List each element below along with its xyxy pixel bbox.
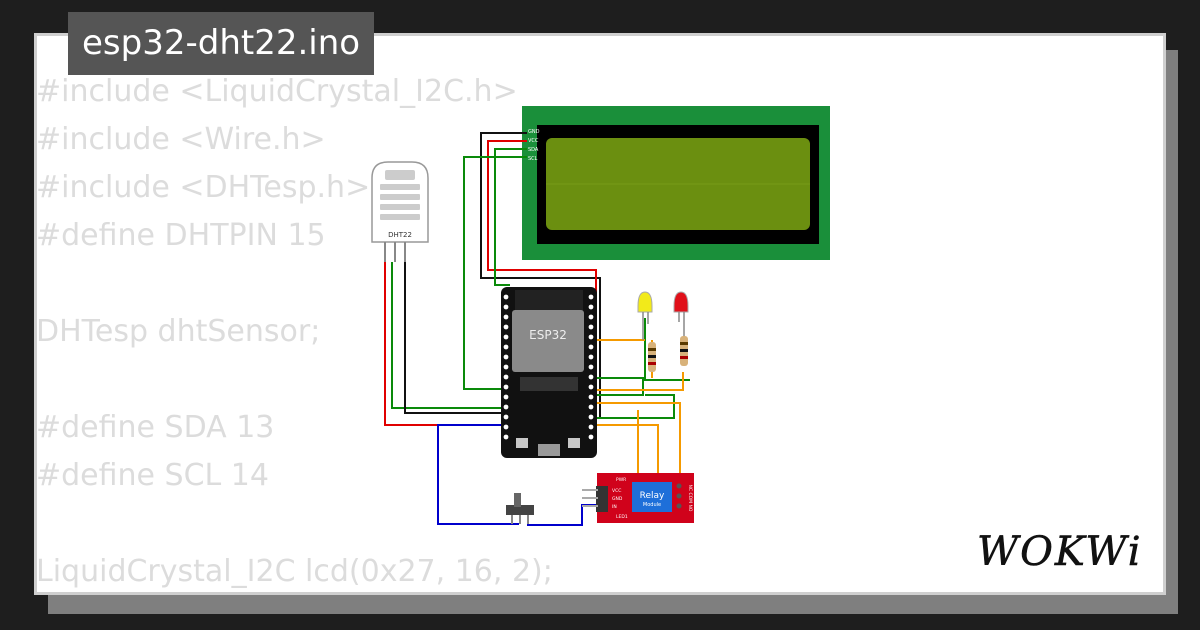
relay-pin-in: IN [612, 504, 617, 510]
resistor-2[interactable] [680, 336, 688, 366]
esp32-pin [503, 314, 509, 320]
esp32-pin [588, 374, 594, 380]
esp32-pin [588, 394, 594, 400]
esp32-pin [503, 324, 509, 330]
esp32-pin [503, 374, 509, 380]
dht22-label: DHT22 [388, 231, 412, 239]
esp32-pin [503, 434, 509, 440]
esp32-pin [588, 314, 594, 320]
esp32-pin [588, 384, 594, 390]
esp32-pin [503, 364, 509, 370]
relay-pin-gnd: GND [612, 496, 623, 502]
esp32-pin [588, 344, 594, 350]
esp32-pin [588, 294, 594, 300]
code-preview: #include <LiquidCrystal_I2C.h> #include <… [36, 68, 553, 596]
code-line: #define SCL 14 [36, 458, 269, 493]
lcd-pin-gnd: GND [528, 129, 540, 135]
code-line: #define DHTPIN 15 [36, 218, 326, 253]
project-title[interactable]: esp32-dht22.ino [68, 12, 375, 75]
esp32-pin [503, 394, 509, 400]
esp32-pin [503, 414, 509, 420]
wokwi-logo[interactable]: WOKWi [975, 527, 1150, 577]
relay-led-in-label: LED1 [616, 514, 628, 520]
esp32-pin [503, 404, 509, 410]
esp32-pin [588, 424, 594, 430]
esp32-pin [588, 364, 594, 370]
relay-terminals-label: NC COM NO [687, 485, 693, 512]
esp32-pin [588, 354, 594, 360]
lcd-pin-scl: SCL [528, 156, 538, 162]
code-line: DHTesp dhtSensor; [36, 314, 321, 349]
esp32-pin [503, 294, 509, 300]
code-line: #include <LiquidCrystal_I2C.h> [36, 74, 518, 109]
esp32-pin [588, 334, 594, 340]
esp32-pin [503, 354, 509, 360]
code-line: #define SDA 13 [36, 410, 275, 445]
esp32-pin [503, 344, 509, 350]
esp32-pin [503, 304, 509, 310]
lcd-pin-vcc: VCC [528, 138, 539, 144]
esp32-label: ESP32 [529, 328, 567, 342]
code-line: LiquidCrystal_I2C lcd(0x27, 16, 2); [36, 554, 553, 589]
esp32-pin [588, 434, 594, 440]
yellow-led[interactable] [637, 291, 653, 340]
wokwi-logo-text: WOKWi [977, 529, 1143, 575]
code-line: #include <Wire.h> [36, 122, 326, 157]
relay-pin-vcc: VCC [612, 488, 621, 494]
relay-led-pwr-label: PWR [616, 477, 626, 483]
lcd-display[interactable]: GND VCC SDA SCL [522, 106, 830, 260]
esp32-pin [503, 424, 509, 430]
resistor-1[interactable] [648, 342, 656, 372]
esp32-pin [503, 334, 509, 340]
esp32-board[interactable]: ESP32 [501, 287, 597, 458]
lcd-pin-sda: SDA [528, 147, 539, 153]
dht22-sensor[interactable]: DHT22 [371, 161, 429, 262]
esp32-pin [588, 324, 594, 330]
esp32-pin [588, 304, 594, 310]
code-line: #include <DHTesp.h> [36, 170, 371, 205]
relay-label: Relay [640, 491, 665, 501]
relay-sublabel: Module [643, 502, 661, 508]
esp32-pin [503, 384, 509, 390]
esp32-pin [588, 414, 594, 420]
esp32-pin [588, 404, 594, 410]
red-led[interactable] [673, 291, 689, 336]
slide-switch[interactable] [506, 493, 534, 524]
relay-module[interactable]: Relay Module VCC GND IN PWR LED1 NC COM … [582, 473, 694, 523]
